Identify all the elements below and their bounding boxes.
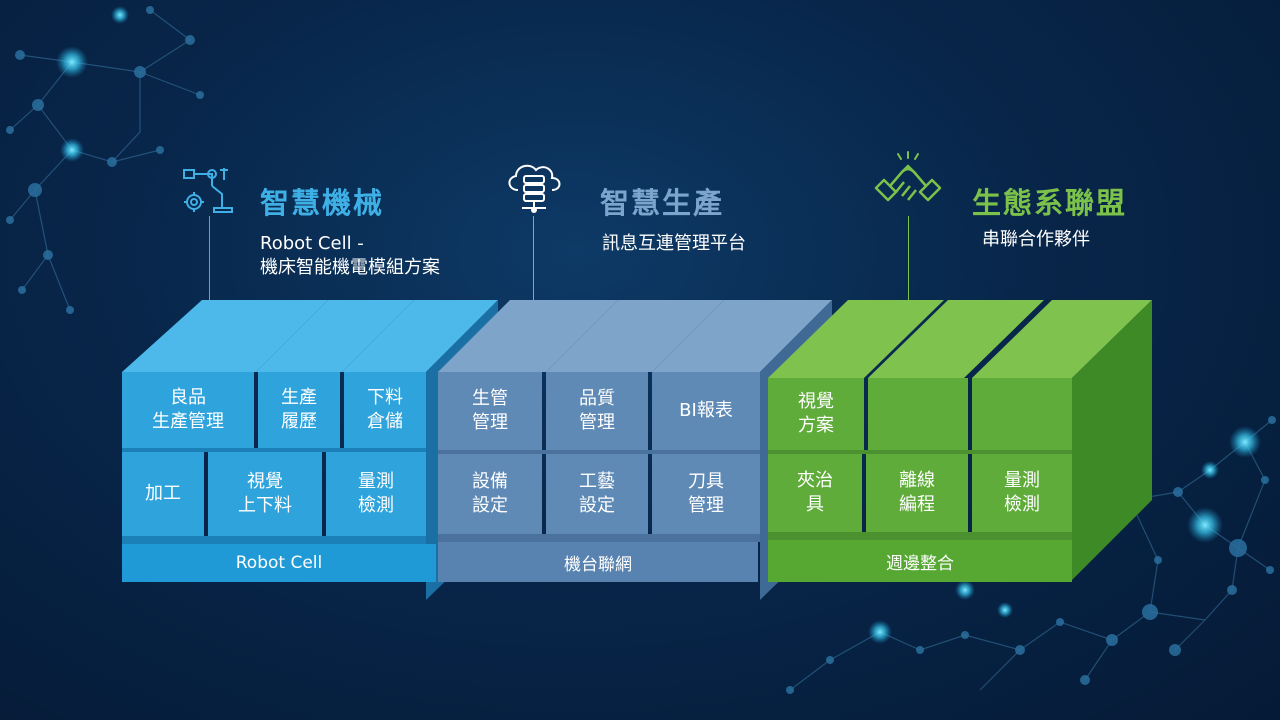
cell-label: 下料倉儲 [367,387,403,432]
smart-production-subtitle: 訊息互連管理平台 [602,233,746,254]
peripheral-integration-base-label: 週邊整合 [886,553,954,574]
cell-label: 生產履歷 [281,387,317,432]
cell-label: 夾治具 [797,470,833,515]
cell-label: 刀具管理 [688,471,724,516]
machine-network-base-label: 機台聯網 [564,554,632,575]
connector-line [209,216,210,304]
cell-label: 良品生產管理 [152,387,224,432]
robot-arm-icon [183,168,233,213]
cell-label: 設備設定 [472,471,508,516]
cell-label: 量測檢測 [358,471,394,516]
subtitle-line: Robot Cell - [260,233,364,254]
connector-line [533,216,534,304]
cell-label: 品質管理 [579,388,615,433]
peripheral-integration-blocks [768,300,1152,582]
ecosystem-alliance-title: 生態系聯盟 [972,186,1128,220]
cell-label: 工藝設定 [579,471,615,516]
cell-label: 加工 [145,483,181,504]
handshake-icon [874,151,942,202]
connector-line [908,216,909,300]
smart-machinery-title: 智慧機械 [260,186,385,220]
cloud-server-icon [508,164,561,213]
robot-cell-base-label: Robot Cell [235,553,323,573]
cell-label: 離線編程 [899,470,935,515]
cell-label: 量測檢測 [1004,470,1040,515]
cell-label: 生管管理 [472,388,508,433]
cell-label: BI報表 [679,400,733,421]
cell-label: 視覺上下料 [238,471,292,516]
subtitle-line: 機床智能機電模組方案 [260,257,440,278]
smart-production-title: 智慧生產 [600,186,725,220]
cell-label: 視覺方案 [798,391,834,436]
ecosystem-alliance-subtitle: 串聯合作夥伴 [982,229,1090,250]
smart-machinery-subtitle: Robot Cell - 機床智能機電模組方案 [260,232,440,280]
